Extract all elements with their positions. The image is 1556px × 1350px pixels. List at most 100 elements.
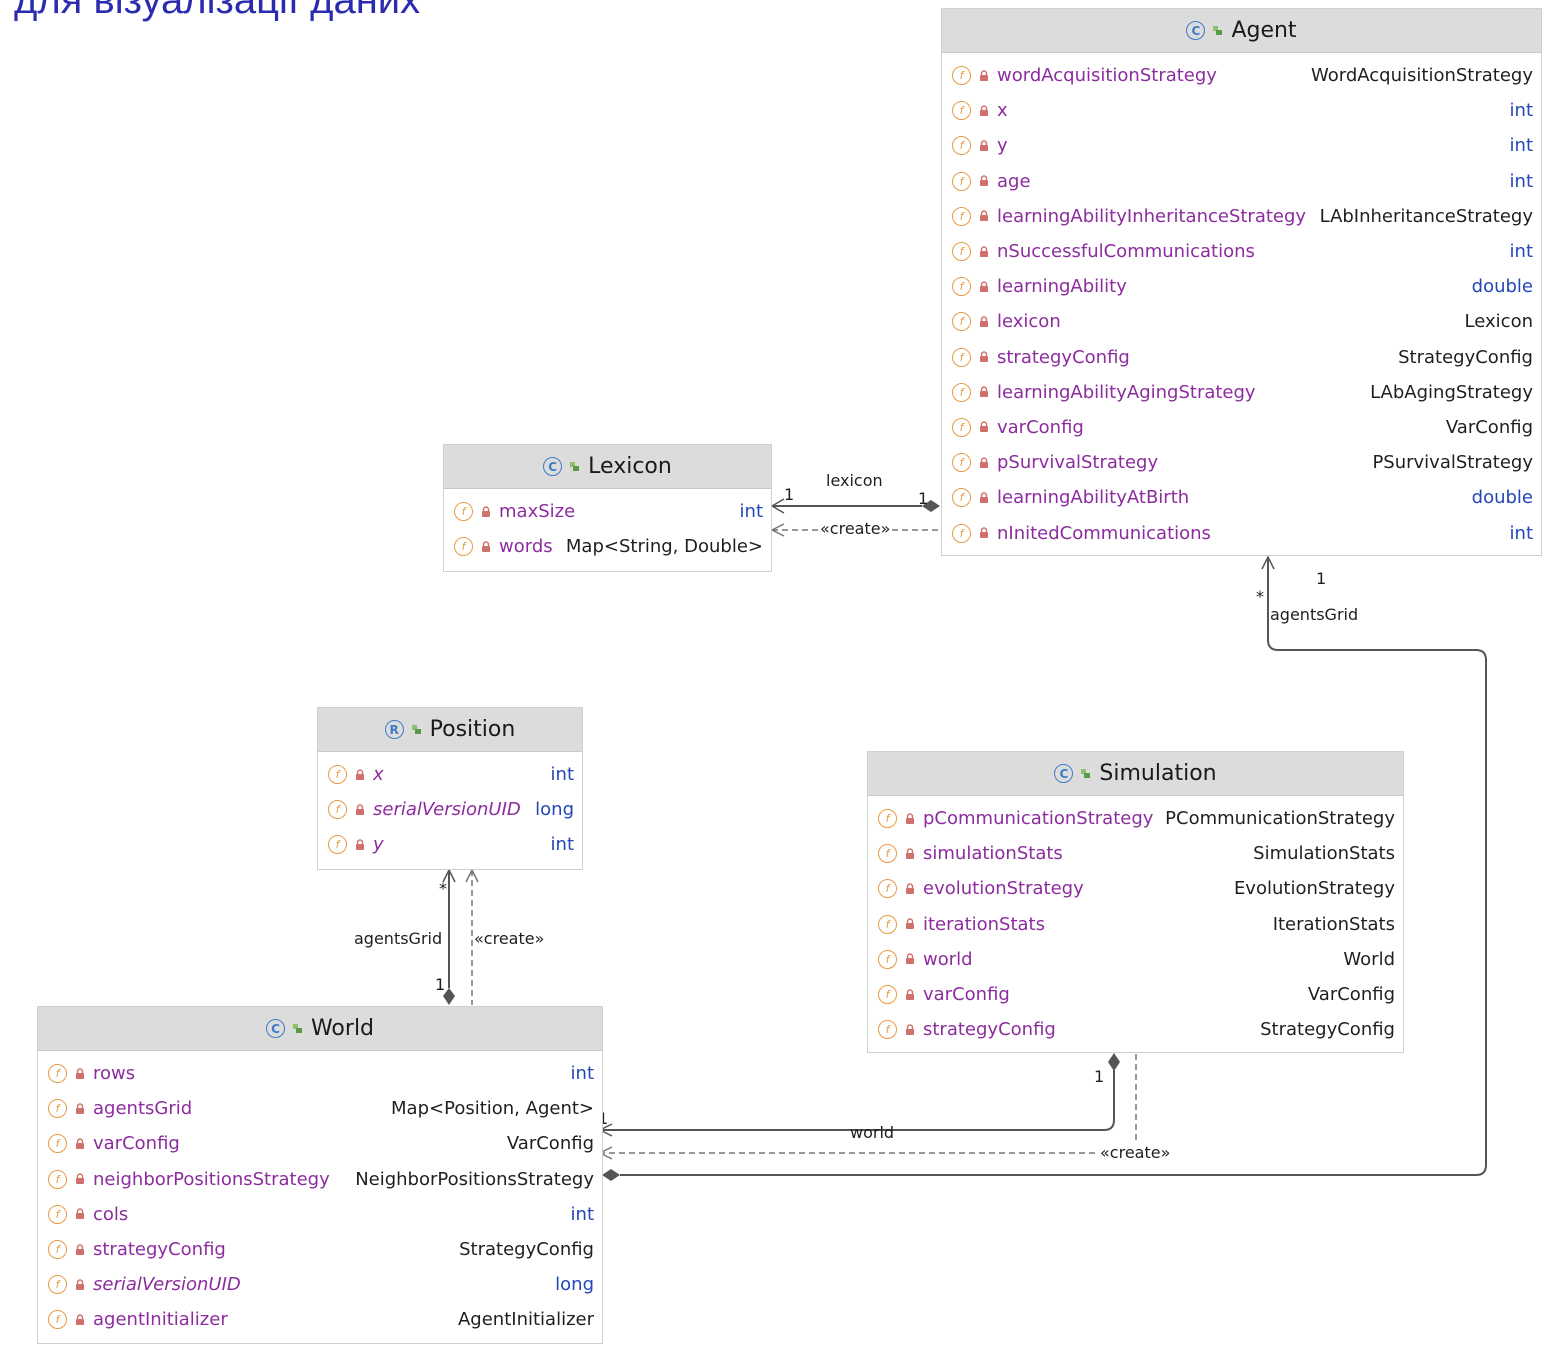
field-name: evolutionStrategy bbox=[923, 878, 1084, 900]
field-type: VarConfig bbox=[1445, 416, 1533, 438]
private-lock-icon bbox=[75, 1279, 85, 1291]
world-association-line bbox=[600, 1070, 1115, 1131]
world-create-label: «create» bbox=[1100, 1143, 1170, 1162]
field-type: int bbox=[1509, 522, 1533, 544]
position-create-label: «create» bbox=[474, 929, 544, 948]
private-lock-icon bbox=[75, 1314, 85, 1326]
field-name: rows bbox=[93, 1063, 136, 1085]
field-name: learningAbilityAgingStrategy bbox=[997, 381, 1256, 403]
lexicon-create-label-bg bbox=[818, 520, 892, 538]
private-lock-icon bbox=[75, 1208, 85, 1220]
field-icon: f bbox=[952, 488, 971, 508]
field-name: age bbox=[997, 170, 1031, 192]
field-icon: f bbox=[952, 417, 971, 437]
field-row[interactable]: f learningAbilityInheritanceStrategy LAbIn… bbox=[942, 199, 1541, 234]
field-type: PCommunicationStrategy bbox=[1165, 808, 1395, 830]
class-agent-header[interactable]: C Agent bbox=[942, 9, 1541, 53]
field-icon: f bbox=[952, 277, 971, 297]
field-icon: f bbox=[952, 523, 971, 543]
class-simulation-header[interactable]: C Simulation bbox=[868, 752, 1403, 796]
field-type: double bbox=[1471, 276, 1533, 298]
field-icon: f bbox=[878, 914, 897, 934]
lexicon-arrowhead bbox=[770, 498, 785, 514]
field-name: cols bbox=[93, 1203, 129, 1225]
field-type: StrategyConfig bbox=[1398, 346, 1533, 368]
private-lock-icon bbox=[905, 848, 915, 860]
field-type: SimulationStats bbox=[1253, 843, 1395, 865]
lexicon-create-arrowhead bbox=[770, 523, 785, 537]
class-world-header[interactable]: C World bbox=[38, 1007, 602, 1051]
world-diamond bbox=[1108, 1053, 1120, 1071]
field-name: strategyConfig bbox=[93, 1239, 226, 1261]
field-name: learningAbilityInheritanceStrategy bbox=[997, 205, 1307, 227]
private-lock-icon bbox=[979, 210, 989, 222]
package-visibility-icon bbox=[1081, 768, 1091, 779]
field-icon: f bbox=[48, 1204, 67, 1224]
field-type: VarConfig bbox=[506, 1133, 594, 1155]
field-icon: f bbox=[952, 242, 971, 262]
lexicon-diamond bbox=[922, 500, 940, 512]
lexicon-create-label: «create» bbox=[820, 519, 890, 538]
class-icon: C bbox=[543, 457, 563, 476]
lexicon-association-label: lexicon bbox=[826, 471, 883, 490]
class-position-title: Position bbox=[429, 717, 516, 742]
private-lock-icon bbox=[979, 527, 989, 539]
field-name: neighborPositionsStrategy bbox=[93, 1168, 330, 1190]
field-name: varConfig bbox=[923, 984, 1010, 1006]
field-icon: f bbox=[952, 206, 971, 226]
field-type: LAbInheritanceStrategy bbox=[1319, 205, 1533, 227]
field-icon: f bbox=[454, 537, 473, 557]
agent-diamond bbox=[602, 1169, 620, 1181]
position-association-label: agentsGrid bbox=[354, 929, 442, 948]
class-lexicon-header[interactable]: C Lexicon bbox=[444, 445, 771, 489]
field-name: varConfig bbox=[997, 416, 1084, 438]
field-type: int bbox=[1509, 100, 1533, 122]
field-type: StrategyConfig bbox=[459, 1239, 594, 1261]
field-type: int bbox=[570, 1063, 594, 1085]
lexicon-mult-target: 1 bbox=[784, 485, 794, 504]
package-visibility-icon bbox=[570, 461, 580, 472]
field-icon: f bbox=[952, 312, 971, 332]
class-position-header[interactable]: R Position bbox=[318, 708, 582, 752]
page-caption: для візуалізації даних bbox=[14, 0, 421, 22]
private-lock-icon bbox=[905, 953, 915, 965]
field-row[interactable]: f varConfig VarConfig bbox=[942, 410, 1541, 445]
